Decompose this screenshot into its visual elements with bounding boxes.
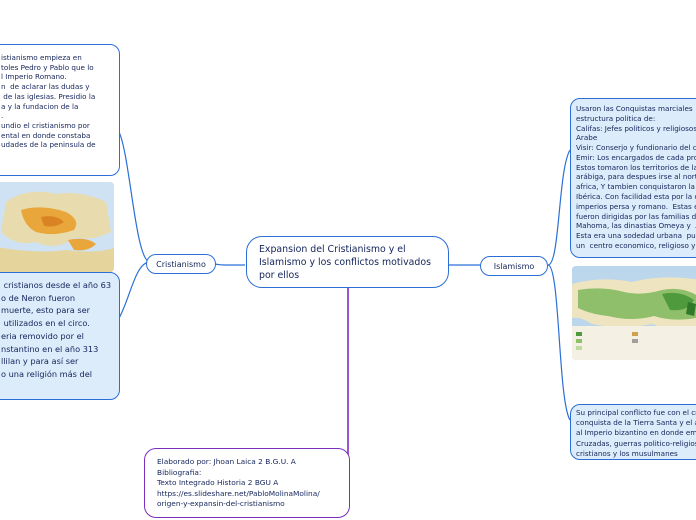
islamismo-note-2-line: Cruzadas, guerras politico-religios <box>576 438 696 448</box>
islamismo-note-1-line: imperios persa y romano. Estas ex <box>576 201 696 211</box>
credits-line: origen-y-expansin-del-cristianismo <box>157 499 285 509</box>
central-topic[interactable]: Expansion del Cristianismo y el Islamism… <box>246 236 449 288</box>
central-line-1: Expansion del Cristianismo y el <box>259 244 406 255</box>
credits-line: https://es.slideshare.net/PabloMolinaMol… <box>157 488 320 498</box>
cristianismo-note-1-line: l Imperio Romano. <box>1 72 67 82</box>
islamismo-note-1-line: estructura politica de: <box>576 113 656 123</box>
islamismo-note-1-line: africa, Y tambien conquistaron la p <box>576 182 696 192</box>
cristianismo-note-1-line: udades de la peninsula de <box>1 140 96 150</box>
credits-line: Texto Integrado Historia 2 BGU A <box>157 478 279 488</box>
cristianismo-label: Cristianismo <box>156 259 206 269</box>
islamismo-map-image <box>572 266 696 360</box>
islamismo-note-1-line: fueron dirigidas por las familias di <box>576 211 696 221</box>
connector-islamismo-note1 <box>547 149 571 266</box>
islamismo-note-1-line: Usaron las Conquistas marciales y <box>576 104 696 113</box>
islamismo-note-1-line: Mahoma, las dinastias Omeya y A <box>576 221 696 231</box>
cristianismo-note-1-line: n de aclarar las dudas y <box>1 82 90 92</box>
cristianismo-note-2: cristianos desde el año 63 o de Neron fue… <box>0 272 120 400</box>
cristianismo-note-1-line: . <box>1 111 4 121</box>
cristianismo-note-1-line: ental en donde constaba <box>1 130 91 140</box>
cristianismo-node[interactable]: Cristianismo <box>146 254 216 274</box>
cristianismo-note-1-line: istianismo empieza en <box>1 53 82 62</box>
islamismo-note-1-line: Emir: Los encargados de cada prov <box>576 152 696 162</box>
europe-map-graphic <box>0 182 114 272</box>
credits-line: Elaborado por: Jhoan Laica 2 B.G.U. A <box>157 457 296 466</box>
islamismo-node[interactable]: Islamismo <box>480 256 548 276</box>
islamismo-note-1-line: Arabe <box>576 133 598 143</box>
islamismo-note-1-line: un centro economico, religioso y c <box>576 240 696 250</box>
islamismo-note-2-line: conquista de la Tierra Santa y el an <box>576 418 696 428</box>
cristianismo-map-image <box>0 182 114 272</box>
connector-cristianismo-note1 <box>117 129 151 263</box>
cristianismo-note-2-line: llilan y para así ser <box>1 356 79 367</box>
credits-line: Bibliografia: <box>157 467 202 477</box>
cristianismo-note-1-line: toles Pedro y Pablo que lo <box>1 62 94 72</box>
islamismo-note-2-line: Su principal conflicto fue con el cri <box>576 408 696 417</box>
islamismo-note-1-line: Califas: Jefes politicos y religiosos d <box>576 123 696 133</box>
cristianismo-note-1-line: de las iglesias. Presidio la <box>1 91 96 101</box>
cristianismo-note-2-line: muerte, esto para ser <box>1 305 91 316</box>
cristianismo-note-2-line: utilizados en el circo. <box>1 318 90 329</box>
cristianismo-note-2-line: o una religión más del <box>1 368 93 379</box>
central-line-2: Islamismo y los conflictos motivados <box>259 257 431 269</box>
connector-islamismo-note2 <box>547 264 571 421</box>
cristianismo-note-2-line: o de Neron fueron <box>1 292 76 303</box>
islam-map-graphic <box>572 266 696 360</box>
islamismo-note-1-line: Ibérica. Con facilidad esta por la de <box>576 192 696 202</box>
islamismo-note-2-line: cristianos y los musulmanes <box>576 448 678 458</box>
cristianismo-note-2-line: nstantino en el año 313 <box>1 343 99 354</box>
cristianismo-note-2-line: cristianos desde el año 63 <box>1 280 112 290</box>
central-line-3: por ellos <box>259 270 300 282</box>
connector-cristianismo-note2 <box>117 261 151 321</box>
islamismo-note-2-line: al Imperio bizantino en donde emp <box>576 428 696 438</box>
cristianismo-note-2-text: cristianos desde el año 63 o de Neron fue… <box>1 279 111 381</box>
islamismo-note-1-line: Estos tomaron los territorios de la <box>576 162 696 172</box>
islamismo-note-1-line: Esta era una sodedad urbana pue <box>576 231 696 241</box>
islamismo-label: Islamismo <box>493 261 535 271</box>
cristianismo-note-1-line: a y la fundacion de la <box>1 101 79 111</box>
islamismo-note-1-line: arábiga, para despues irse al norte <box>576 172 696 182</box>
cristianismo-note-2-line: eria removido por el <box>1 330 84 341</box>
cristianismo-note-1-line: undio el cristianismo por <box>1 121 90 131</box>
islamismo-note-1-line: Visir: Conserjo y fundionario del ca <box>576 143 696 153</box>
